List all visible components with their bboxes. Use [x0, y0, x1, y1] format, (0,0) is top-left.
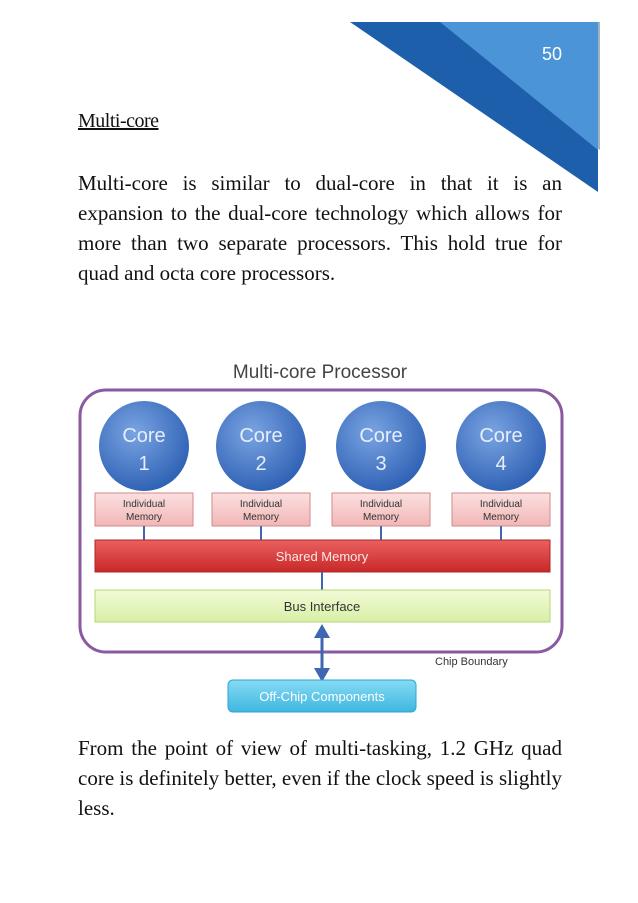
- individual-memory-line1: Individual: [123, 499, 165, 510]
- core-label: Core: [479, 425, 522, 447]
- bus-interface-label: Bus Interface: [284, 599, 361, 614]
- individual-memory-line1: Individual: [360, 499, 402, 510]
- individual-memory-line2: Memory: [483, 512, 519, 523]
- core-label: Core: [122, 425, 165, 447]
- arrow-down-icon: [314, 668, 330, 682]
- core-circle: [99, 401, 189, 491]
- section-heading: Multi-core: [78, 110, 159, 132]
- conclusion-paragraph: From the point of view of multi-tasking,…: [78, 736, 562, 820]
- core-circle: [336, 401, 426, 491]
- core-circle: [456, 401, 546, 491]
- core-circle: [216, 401, 306, 491]
- individual-memory-box: [451, 492, 551, 527]
- multicore-diagram: Multi-core Processor Core 1 Individual M…: [78, 362, 564, 713]
- bus-interface-bar: [94, 589, 551, 623]
- individual-memory-box: [211, 492, 311, 527]
- core-number: 1: [138, 453, 149, 475]
- core-label: Core: [359, 425, 402, 447]
- intro-paragraph: Multi-core is similar to dual-core in th…: [78, 171, 562, 285]
- individual-memory-box: [94, 492, 194, 527]
- offchip-components-box: [227, 679, 417, 713]
- core-number: 2: [255, 453, 266, 475]
- individual-memory-line2: Memory: [126, 512, 162, 523]
- page-corner-decoration: [350, 22, 600, 192]
- shared-memory-label: Shared Memory: [276, 549, 369, 564]
- individual-memory-box: [331, 492, 431, 527]
- core-number: 4: [495, 453, 506, 475]
- arrow-up-icon: [314, 624, 330, 638]
- diagram-title: Multi-core Processor: [233, 362, 408, 383]
- corner-light-blue-triangle: [440, 22, 598, 150]
- core-number: 3: [375, 453, 386, 475]
- offchip-components-label: Off-Chip Components: [259, 689, 385, 704]
- page-number: 50: [541, 44, 563, 64]
- core-label: Core: [239, 425, 282, 447]
- individual-memory-line2: Memory: [363, 512, 399, 523]
- individual-memory-line1: Individual: [480, 499, 522, 510]
- chip-boundary-label: Chip Boundary: [435, 656, 508, 668]
- shared-memory-bar: [94, 539, 551, 573]
- individual-memory-line1: Individual: [240, 499, 282, 510]
- individual-memory-line2: Memory: [243, 512, 279, 523]
